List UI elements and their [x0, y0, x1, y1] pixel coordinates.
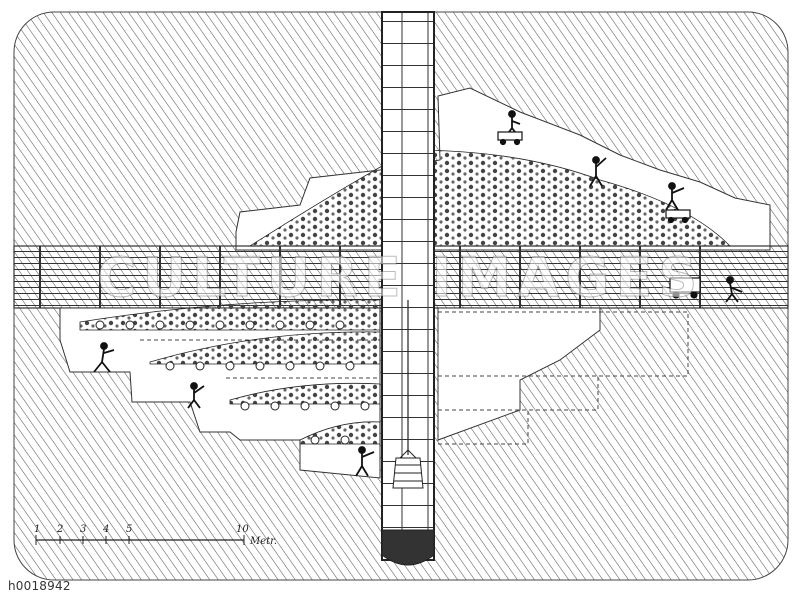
miner-figure: [665, 182, 685, 211]
shaft-sump: [381, 529, 435, 566]
mine-carts: [497, 131, 701, 299]
miner-figure: [93, 342, 115, 373]
miner-figure: [725, 276, 743, 303]
mine-cart: [665, 209, 691, 224]
hoist-bucket: [392, 449, 424, 489]
scale-tick-label: 1: [34, 524, 40, 535]
miner-figure: [355, 446, 375, 477]
image-id-label: h0018942: [8, 579, 71, 593]
watermark: CULTURE IMAGES: [96, 246, 704, 310]
scale-tick-label: 10: [236, 524, 249, 535]
ore-heaps: [79, 149, 731, 445]
miner-figure: [187, 382, 205, 409]
scale-unit-label: Metr.: [249, 536, 277, 547]
gallery-posts: [39, 246, 701, 308]
timber-rollers: [95, 320, 370, 445]
mine-cart: [669, 277, 701, 299]
miner-figures: [93, 110, 743, 477]
scale-bar: 1 2 3 4 5 10 Metr.: [34, 524, 277, 547]
mine-cart: [497, 131, 523, 146]
scale-tick-label: 3: [80, 524, 86, 535]
scale-tick-label: 5: [126, 524, 132, 535]
scale-tick-label: 4: [102, 524, 109, 535]
miner-figure: [589, 156, 607, 187]
scale-tick-label: 2: [56, 524, 63, 535]
